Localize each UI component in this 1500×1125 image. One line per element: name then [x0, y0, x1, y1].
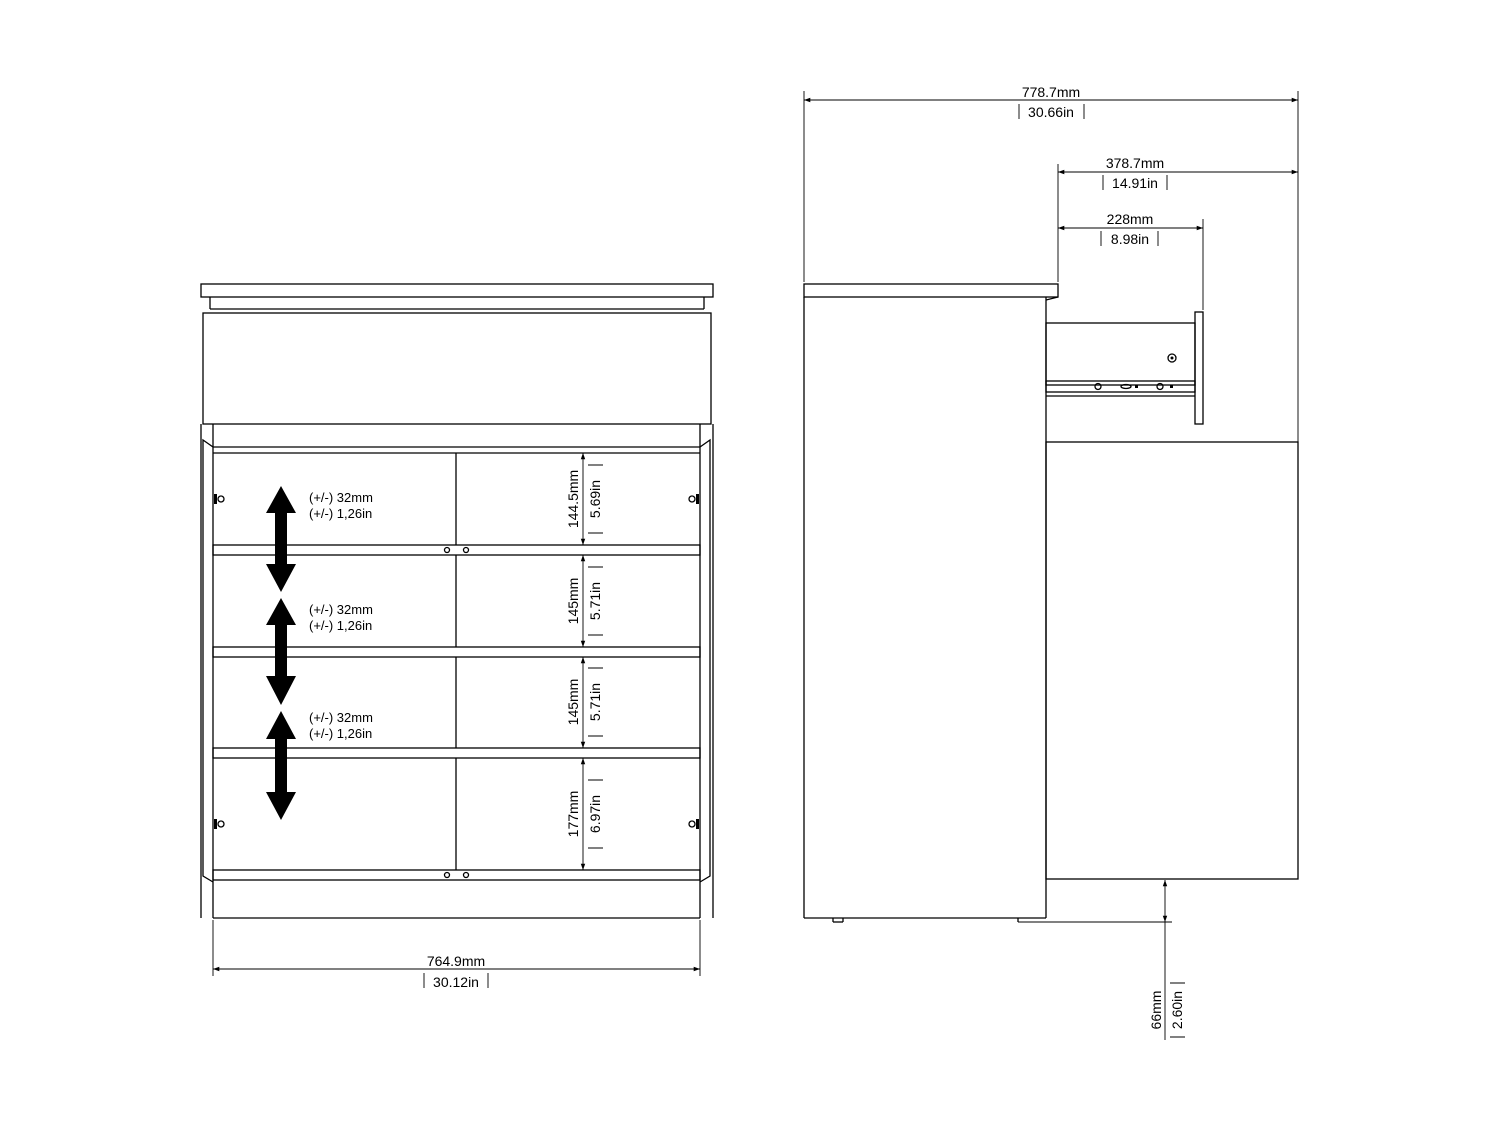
drawer-depth-mm: 228mm [1107, 211, 1154, 227]
total-width-mm: 764.9mm [427, 953, 485, 969]
compartment-height-in: 6.97in [587, 795, 603, 833]
drawer-depth-in: 8.98in [1111, 231, 1149, 247]
total-depth-in: 30.66in [1028, 104, 1074, 120]
adjust-label-mm: (+/-) 32mm [309, 490, 373, 505]
adjust-label-in: (+/-) 1,26in [309, 506, 372, 521]
hinge-icons [214, 494, 699, 829]
adjust-label-in: (+/-) 1,26in [309, 618, 372, 633]
adjust-label-mm: (+/-) 32mm [309, 602, 373, 617]
pulled-drawer [1045, 311, 1204, 425]
top-panel [200, 283, 714, 298]
side-open-door [1045, 441, 1299, 880]
bottom-panel [212, 869, 701, 881]
drawer-extension-in: 14.91in [1112, 175, 1158, 191]
drawer-front [202, 312, 712, 425]
compartment-height-in: 5.71in [587, 683, 603, 721]
side-top-panel [803, 283, 1059, 298]
compartment-height-in: 5.69in [587, 480, 603, 518]
total-width-in: 30.12in [433, 974, 479, 990]
compartment-height-mm: 177mm [565, 791, 581, 838]
drawer-front-panel [1194, 311, 1204, 425]
shelf-2 [212, 646, 701, 658]
total-depth-mm: 778.7mm [1022, 84, 1080, 100]
adjust-label-in: (+/-) 1,26in [309, 726, 372, 741]
shelf-1 [212, 544, 701, 556]
right-door [699, 438, 711, 883]
adjust-arrow-icon-2 [266, 598, 296, 705]
adjust-arrow-icon-1 [266, 486, 296, 592]
front-view: (+/-) 32mm (+/-) 1,26in (+/-) 32mm (+/-)… [200, 283, 714, 990]
plinth-height-mm: 66mm [1148, 991, 1164, 1030]
shelf-3 [212, 747, 701, 759]
adjust-arrow-icon-3 [266, 711, 296, 820]
left-door [202, 438, 214, 883]
compartment-height-mm: 145mm [565, 679, 581, 726]
side-view: 778.7mm 30.66in 378.7mm 14.91in 228mm 8.… [803, 84, 1299, 1040]
drawer-extension-mm: 378.7mm [1106, 155, 1164, 171]
compartment-height-in: 5.71in [587, 582, 603, 620]
plinth-height-in: 2.60in [1169, 991, 1185, 1029]
compartment-height-mm: 144.5mm [565, 470, 581, 528]
compartment-height-mm: 145mm [565, 578, 581, 625]
adjust-label-mm: (+/-) 32mm [309, 710, 373, 725]
screw-icon [1167, 353, 1177, 363]
